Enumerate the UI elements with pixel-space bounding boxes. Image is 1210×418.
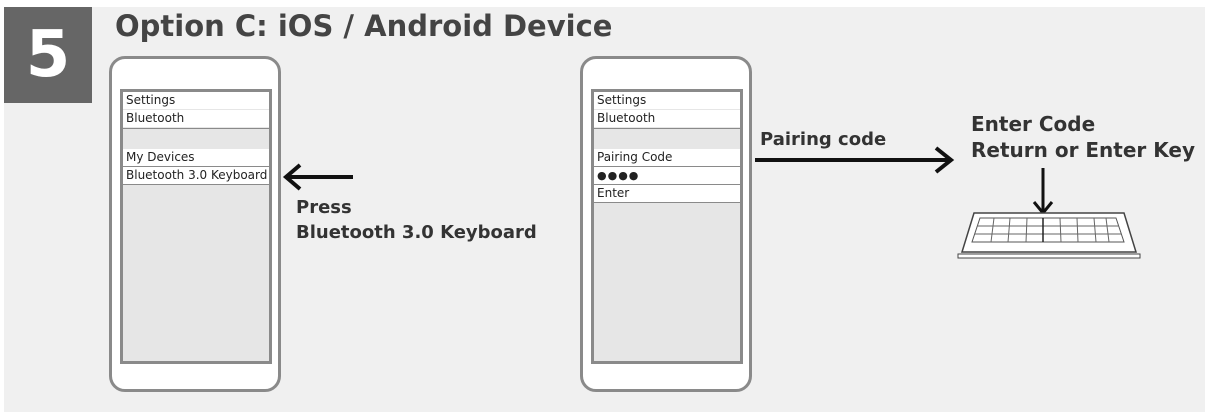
bluetooth-row: Bluetooth [594,110,740,127]
divider [594,128,740,129]
my-devices-row: My Devices [123,149,269,166]
divider [594,184,740,185]
return-key-label: Return or Enter Key [971,138,1195,162]
pairing-code-label: Pairing code [760,129,887,150]
arrow-down-icon [1032,168,1054,216]
settings-row: Settings [594,92,740,109]
keyboard-icon [957,212,1141,259]
page-title: Option C: iOS / Android Device [115,9,613,43]
press-target-label: Bluetooth 3.0 Keyboard [296,222,537,243]
divider [123,184,269,185]
bluetooth-row: Bluetooth [123,110,269,127]
phone-right-screen: Settings Bluetooth Pairing Code ●●●● Ent… [591,89,743,364]
divider [594,166,740,167]
divider [123,128,269,129]
step-number-badge: 5 [4,7,92,103]
pairing-code-input[interactable]: ●●●● [594,167,740,184]
enter-code-label: Enter Code [971,112,1096,136]
phone-left-screen: Settings Bluetooth My Devices Bluetooth … [120,89,272,364]
arrow-right-icon [755,146,955,174]
arrow-left-icon [282,163,353,191]
phone-left: Settings Bluetooth My Devices Bluetooth … [109,56,281,392]
enter-button[interactable]: Enter [594,185,740,202]
divider [594,202,740,203]
divider [123,166,269,167]
pairing-code-row: Pairing Code [594,149,740,166]
keyboard-device-row[interactable]: Bluetooth 3.0 Keyboard [123,167,269,184]
press-label: Press [296,197,352,218]
settings-row: Settings [123,92,269,109]
phone-right: Settings Bluetooth Pairing Code ●●●● Ent… [580,56,752,392]
